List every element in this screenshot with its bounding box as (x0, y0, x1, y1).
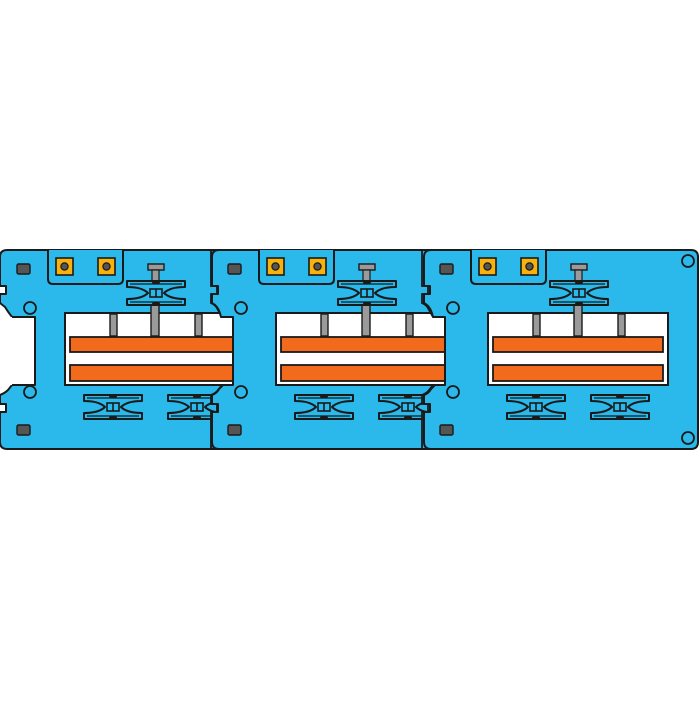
lower-clamping-bar (492, 364, 664, 382)
terminal-block (470, 250, 547, 285)
mount-hole-1 (234, 301, 248, 315)
guide-pin-left (532, 313, 541, 337)
mount-square-2 (439, 424, 454, 436)
screw-head (570, 263, 588, 271)
guide-pin-left (109, 313, 118, 337)
upper-clamping-bar (280, 336, 452, 353)
module-3 (423, 249, 699, 450)
module-2 (211, 249, 457, 450)
corner-hole-1 (681, 254, 695, 268)
guide-pin-left (320, 313, 329, 337)
terminal-block (258, 250, 335, 285)
terminal-2-dot (102, 262, 111, 271)
top-screw-clamp (337, 263, 397, 307)
terminal-block (47, 250, 124, 285)
screw-head (358, 263, 376, 271)
mount-hole-2 (446, 385, 460, 399)
mount-square-2 (227, 424, 242, 436)
mount-square-1 (16, 263, 31, 275)
corner-hole-2 (681, 431, 695, 445)
top-screw-clamp (549, 263, 609, 307)
lower-clamping-bar (280, 364, 452, 382)
terminal-1-dot (483, 262, 492, 271)
mount-hole-2 (234, 385, 248, 399)
module-1 (0, 249, 246, 450)
lower-clamping-bar (69, 364, 241, 382)
terminal-2-dot (313, 262, 322, 271)
mount-square-1 (439, 263, 454, 275)
top-screw-clamp (126, 263, 186, 307)
mount-square-1 (227, 263, 242, 275)
guide-pin-right (405, 313, 414, 337)
terminal-1-dot (271, 262, 280, 271)
terminal-1-dot (60, 262, 69, 271)
guide-pin-right (617, 313, 626, 337)
upper-clamping-bar (492, 336, 664, 353)
upper-clamping-bar (69, 336, 241, 353)
mount-hole-1 (23, 301, 37, 315)
screw-head (147, 263, 165, 271)
mount-square-2 (16, 424, 31, 436)
terminal-2-dot (525, 262, 534, 271)
guide-pin-right (194, 313, 203, 337)
mount-hole-2 (23, 385, 37, 399)
mount-hole-1 (446, 301, 460, 315)
edge-cutout (0, 317, 12, 385)
